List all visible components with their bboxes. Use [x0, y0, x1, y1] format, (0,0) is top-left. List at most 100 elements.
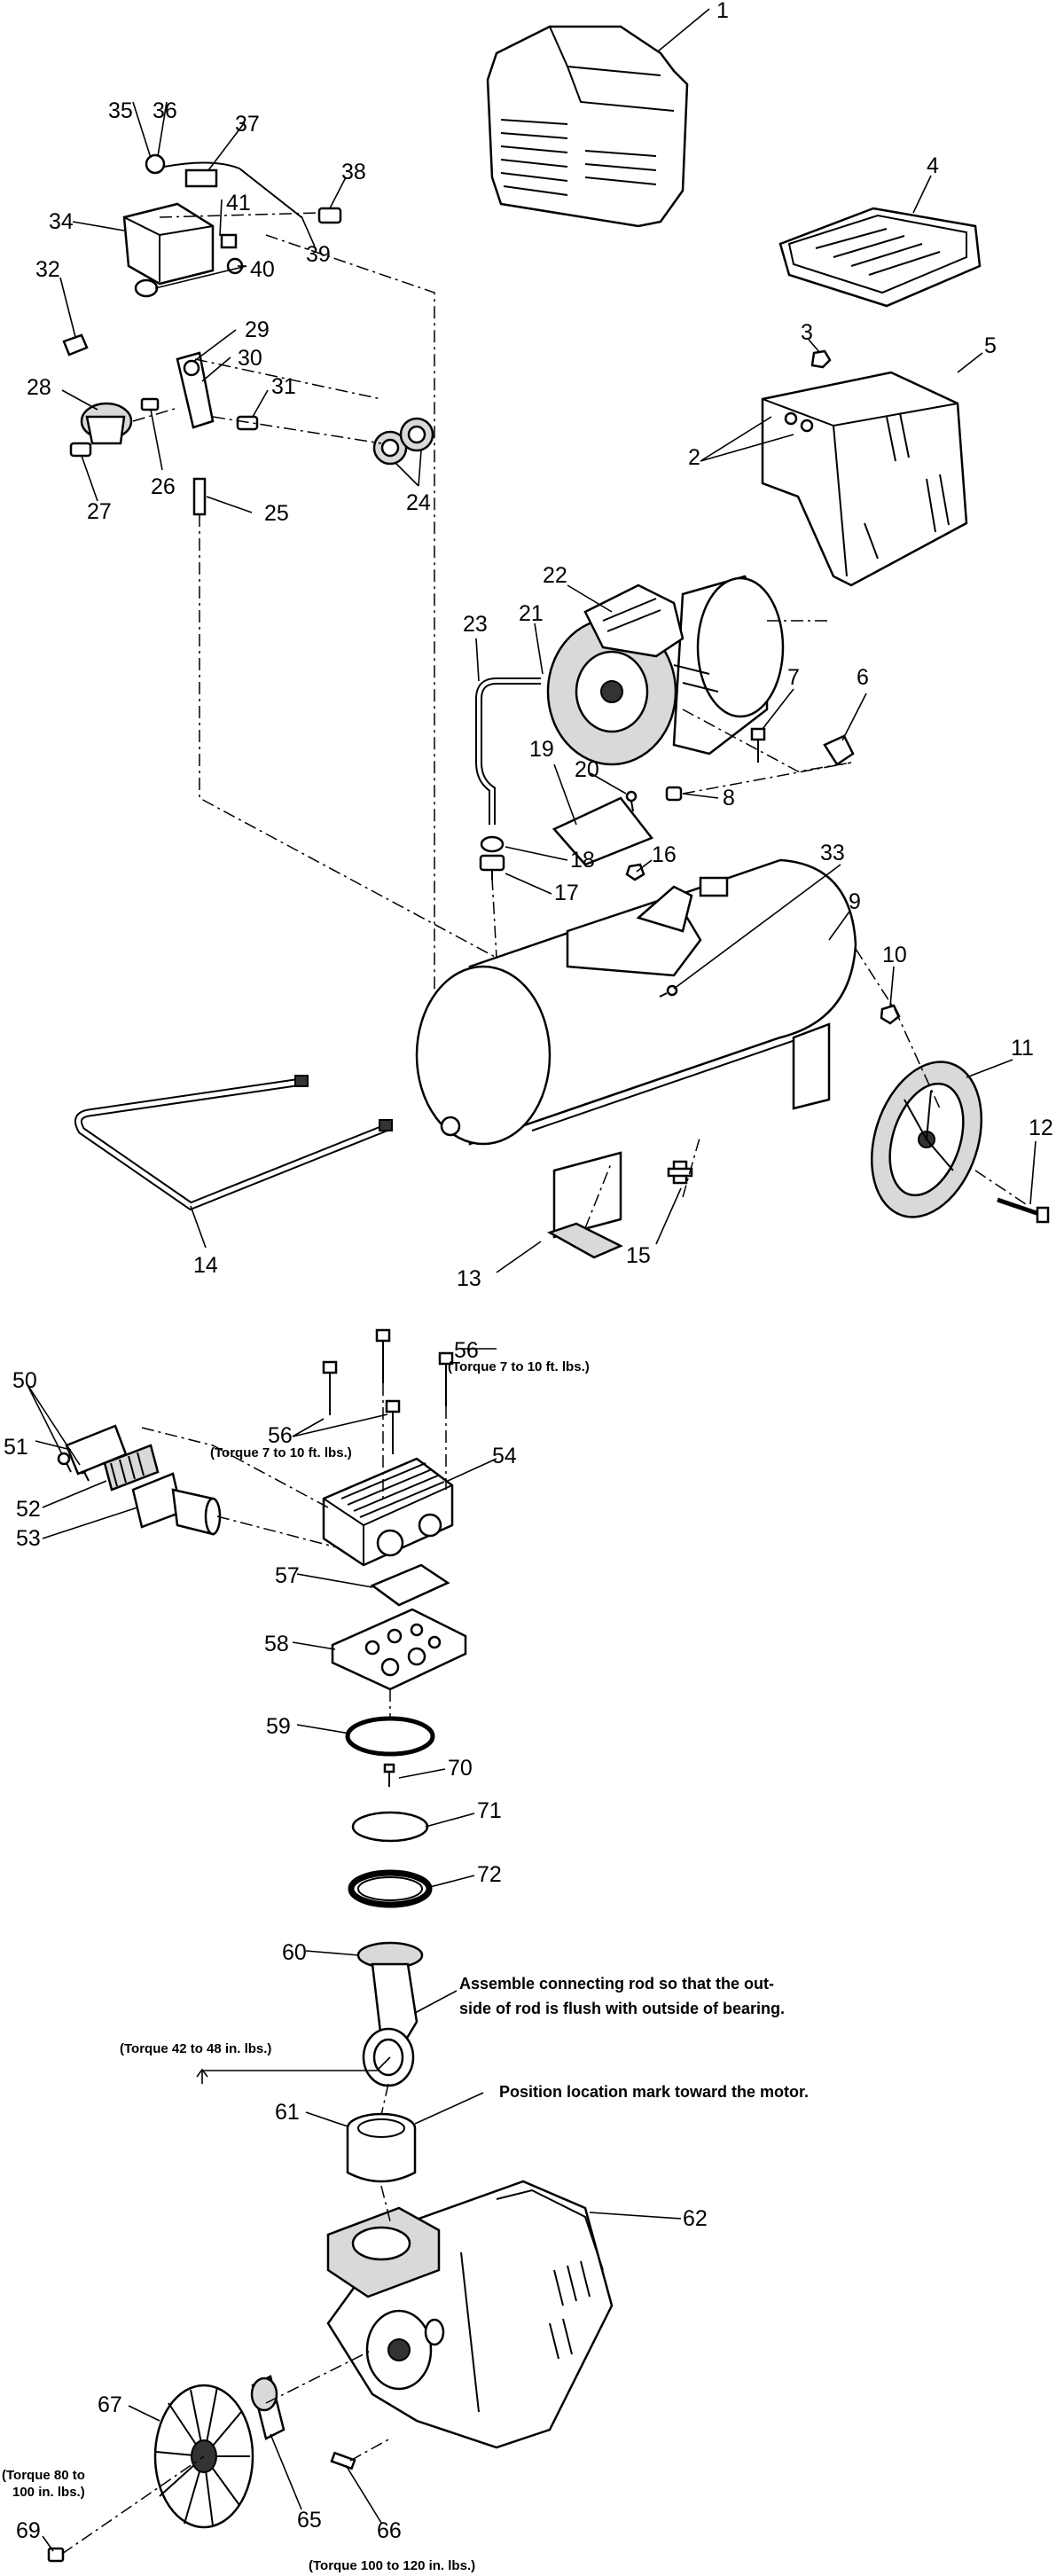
callout-12: 12 [1029, 1116, 1053, 1140]
part-8-bushing [665, 786, 683, 802]
callout-10: 10 [882, 943, 907, 967]
callout-17: 17 [554, 881, 579, 905]
position-mark-note: Position location mark toward the motor. [499, 2083, 809, 2101]
callout-7: 7 [787, 665, 800, 690]
callout-15: 15 [626, 1243, 651, 1268]
part-27-fitting [69, 442, 92, 458]
part-34-pressure-switch [122, 202, 215, 286]
callout-56-right: 56 [454, 1338, 479, 1363]
part-25-nipple [192, 477, 207, 516]
part-59-o-ring [345, 1716, 435, 1757]
callout-32: 32 [35, 257, 60, 282]
part-61-bearing [346, 2112, 417, 2183]
callout-70: 70 [448, 1756, 473, 1781]
part-18-fitting [480, 835, 505, 853]
callout-71: 71 [477, 1798, 502, 1823]
callout-6: 6 [857, 665, 869, 690]
torque-note-56-left: (Torque 7 to 10 ft. lbs.) [210, 1445, 352, 1460]
part-56-bolts [322, 1328, 454, 1454]
part-15-drain-valve [667, 1160, 693, 1185]
part-66-setscrew [330, 2451, 356, 2470]
leader-lines-lower [26, 1348, 682, 2552]
callout-37: 37 [235, 112, 260, 137]
part-6-spacer [823, 734, 855, 766]
callout-56-left: 56 [268, 1423, 293, 1448]
leader-lines-upper [59, 8, 1037, 1273]
callout-3: 3 [801, 320, 813, 345]
assembly-dash-lines-lower [61, 1383, 447, 2555]
part-11-wheel [870, 1061, 983, 1218]
callout-11: 11 [1011, 1036, 1034, 1061]
callout-25: 25 [264, 501, 289, 526]
callout-38: 38 [341, 160, 366, 184]
callout-41: 41 [226, 191, 251, 215]
part-28-regulator [80, 402, 133, 445]
part-24-gauges [372, 417, 434, 466]
callout-13: 13 [457, 1266, 481, 1291]
torque-note-56-right: (Torque 7 to 10 ft. lbs.) [448, 1359, 590, 1374]
part-71-retainer [351, 1811, 429, 1843]
callout-21: 21 [519, 601, 544, 626]
part-40-41-fittings [134, 233, 244, 298]
callout-5: 5 [984, 333, 997, 358]
callout-33: 33 [820, 841, 845, 865]
callout-2: 2 [688, 445, 700, 470]
part-65-eccentric [250, 2375, 286, 2440]
callout-69: 69 [16, 2518, 41, 2543]
callout-1: 1 [716, 0, 729, 23]
callout-72: 72 [477, 1862, 502, 1887]
pump-motor-assembly [546, 575, 785, 766]
callout-58: 58 [264, 1632, 289, 1656]
part-57-gasket [370, 1563, 450, 1607]
part-20-screw [625, 790, 638, 812]
callout-18: 18 [570, 848, 595, 873]
callout-23: 23 [463, 612, 488, 637]
part-54-cylinder-head [322, 1457, 454, 1567]
callout-65: 65 [297, 2508, 322, 2533]
assemble-rod-note-line1: Assemble connecting rod so that the out- [459, 1975, 774, 1993]
callout-4: 4 [927, 153, 939, 178]
callout-62: 62 [683, 2206, 708, 2231]
callout-20: 20 [575, 757, 599, 782]
part-16-nut [625, 863, 645, 881]
callout-51: 51 [4, 1435, 28, 1460]
part-72-cup [348, 1869, 433, 1908]
part-32-fitting [62, 333, 89, 356]
callout-24: 24 [406, 490, 431, 515]
callout-31: 31 [271, 374, 296, 399]
part-4-tray [778, 207, 982, 308]
callout-39: 39 [306, 242, 331, 267]
torque-note-66: (Torque 100 to 120 in. lbs.) [309, 2558, 475, 2573]
callout-9: 9 [849, 889, 861, 914]
part-19-plate [552, 796, 654, 866]
part-62-motor-crankcase [326, 2180, 614, 2449]
part-35-36-37-wiring [145, 153, 302, 218]
callout-60: 60 [282, 1940, 307, 1965]
callout-40: 40 [250, 257, 275, 282]
callout-34: 34 [49, 209, 74, 234]
callout-27: 27 [87, 499, 112, 524]
callout-35: 35 [108, 98, 133, 123]
torque-note-69-line1: (Torque 80 to [2, 2468, 85, 2483]
part-52-filter [103, 1444, 160, 1492]
assemble-rod-note-line2: side of rod is flush with outside of bea… [459, 2000, 785, 2017]
part-14-handle [74, 1075, 393, 1211]
part-7-bolt [750, 727, 766, 763]
part-26-fitting [140, 397, 160, 411]
callout-52: 52 [16, 1497, 41, 1522]
callout-67: 67 [98, 2392, 122, 2417]
part-1-shroud-cover [486, 25, 689, 228]
part-38-fitting [317, 207, 342, 224]
callout-36: 36 [153, 98, 177, 123]
callout-59: 59 [266, 1714, 291, 1739]
callout-28: 28 [27, 375, 51, 400]
callout-8: 8 [723, 786, 735, 810]
part-9-tank [415, 858, 857, 1239]
callout-50: 50 [12, 1368, 37, 1393]
part-58-valve-plate [331, 1608, 467, 1691]
torque-note-rod: (Torque 42 to 48 in. lbs.) [120, 2041, 271, 2056]
part-13-pad [546, 1222, 623, 1259]
part-17-fitting [479, 854, 505, 880]
callout-numbers-upper: 1 2 3 4 5 6 7 8 9 10 11 12 13 14 15 16 1… [27, 0, 1053, 1291]
